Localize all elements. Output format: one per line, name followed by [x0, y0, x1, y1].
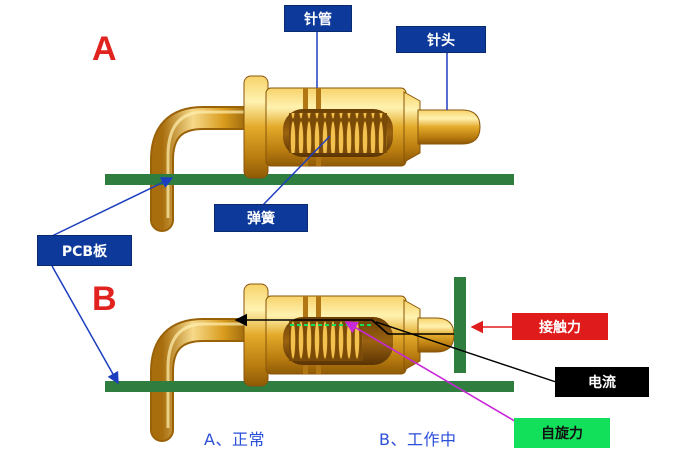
label-pin-head: 针头 — [396, 26, 486, 53]
spring-a — [289, 113, 387, 153]
current-path — [234, 313, 454, 335]
pin-a-plunger-head — [417, 109, 481, 145]
diagram-a-letter: A — [92, 30, 117, 68]
label-spring: 弹簧 — [214, 204, 308, 232]
label-pcb-board: PCB板 — [37, 235, 132, 266]
caption-b-working: B、工作中 — [379, 430, 457, 449]
pin-a-taper — [403, 91, 421, 163]
spring-b — [289, 321, 363, 361]
pointer-lines — [51, 30, 557, 431]
pcb-board-a — [105, 174, 514, 185]
label-self-rotation: 自旋力 — [514, 418, 610, 448]
diagram-b — [105, 277, 514, 442]
pin-b-flange — [243, 283, 269, 387]
label-pin-tube: 针管 — [284, 5, 352, 32]
contact-plate — [454, 277, 466, 373]
diagram-b-letter: B — [92, 280, 117, 318]
pin-b-taper — [403, 299, 421, 371]
caption-a-normal: A、正常 — [204, 430, 265, 449]
pcb-board-b — [105, 381, 514, 392]
label-contact-force: 接触力 — [512, 313, 608, 340]
pin-a-flange — [243, 75, 269, 179]
diagram-a — [105, 75, 514, 232]
label-current: 电流 — [555, 367, 649, 397]
